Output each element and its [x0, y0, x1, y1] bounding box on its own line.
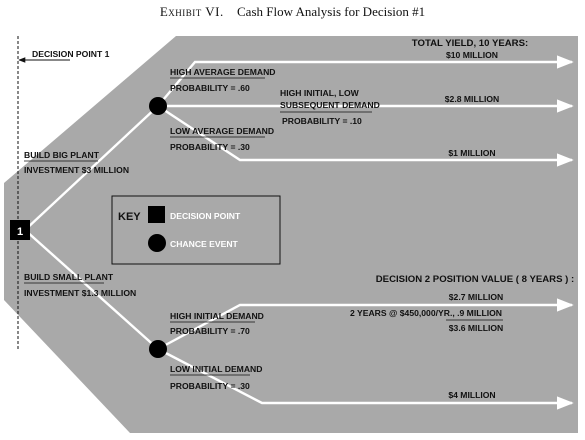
outcome-high-initial-value: $2.7 MILLION — [449, 292, 503, 302]
outcome-high-initial-extra-label: 2 YEARS @ $450,000/YR., — [350, 308, 455, 318]
branch-high-initial-demand — [157, 298, 574, 351]
outcome-high-average: $10 MILLION — [446, 50, 498, 60]
high-initial-low-label-line1: HIGH INITIAL, LOW — [280, 88, 360, 98]
branch-low-average-demand — [157, 104, 574, 167]
key-decision-label: DECISION POINT — [170, 211, 241, 221]
big-plant-investment: INVESTMENT $3 MILLION — [24, 165, 129, 175]
yield-header-8-years: DECISION 2 POSITION VALUE ( 8 YEARS ) : — [376, 274, 574, 285]
outcome-low-initial: $4 MILLION — [448, 390, 495, 400]
diagram-background — [4, 36, 578, 433]
low-average-demand-probability: PROBABILITY = .30 — [170, 142, 250, 152]
branch-high-average-demand — [157, 55, 574, 107]
decision-node-label: 1 — [17, 226, 23, 238]
decision-node-1 — [10, 220, 30, 240]
outcome-low-average: $1 MILLION — [448, 148, 495, 158]
high-initial-low-probability: PROBABILITY = .10 — [282, 116, 362, 126]
outcome-high-initial-total: $3.6 MILLION — [449, 323, 503, 333]
figure-title: Cash Flow Analysis for Decision #1 — [237, 4, 426, 19]
high-initial-demand-label: HIGH INITIAL DEMAND — [170, 311, 264, 321]
branch-small-plant — [24, 229, 159, 350]
small-plant-label: BUILD SMALL PLANT — [24, 272, 114, 282]
key-title: KEY — [118, 211, 141, 223]
big-plant-label: BUILD BIG PLANT — [24, 150, 100, 160]
small-plant-investment: INVESTMENT $1.3 MILLION — [24, 288, 136, 298]
low-average-demand-label: LOW AVERAGE DEMAND — [170, 126, 274, 136]
yield-header-10-years: TOTAL YIELD, 10 YEARS: — [412, 38, 528, 49]
key-decision-square — [148, 206, 165, 223]
high-average-demand-label: HIGH AVERAGE DEMAND — [170, 67, 276, 77]
chance-node-big-plant — [149, 97, 167, 115]
figure-caption: Exhibit VI. Cash Flow Analysis for Decis… — [0, 4, 585, 20]
branch-low-initial-demand — [157, 347, 574, 410]
decision-point-label: DECISION POINT 1 — [32, 49, 110, 59]
chance-node-small-plant — [149, 340, 167, 358]
key-chance-circle — [148, 234, 166, 252]
branch-big-plant — [24, 105, 159, 231]
key-chance-label: CHANCE EVENT — [170, 239, 239, 249]
high-initial-demand-probability: PROBABILITY = .70 — [170, 326, 250, 336]
outcome-high-initial-extra-value: .9 MILLION — [457, 308, 502, 318]
high-average-demand-probability: PROBABILITY = .60 — [170, 83, 250, 93]
low-initial-demand-label: LOW INITIAL DEMAND — [170, 364, 262, 374]
key-box — [111, 195, 281, 265]
outcome-high-initial-low: $2.8 MILLION — [445, 94, 499, 104]
low-initial-demand-probability: PROBABILITY = .30 — [170, 381, 250, 391]
high-initial-low-label-line2: SUBSEQUENT DEMAND — [280, 100, 380, 110]
exhibit-number: Exhibit VI. — [159, 4, 224, 19]
